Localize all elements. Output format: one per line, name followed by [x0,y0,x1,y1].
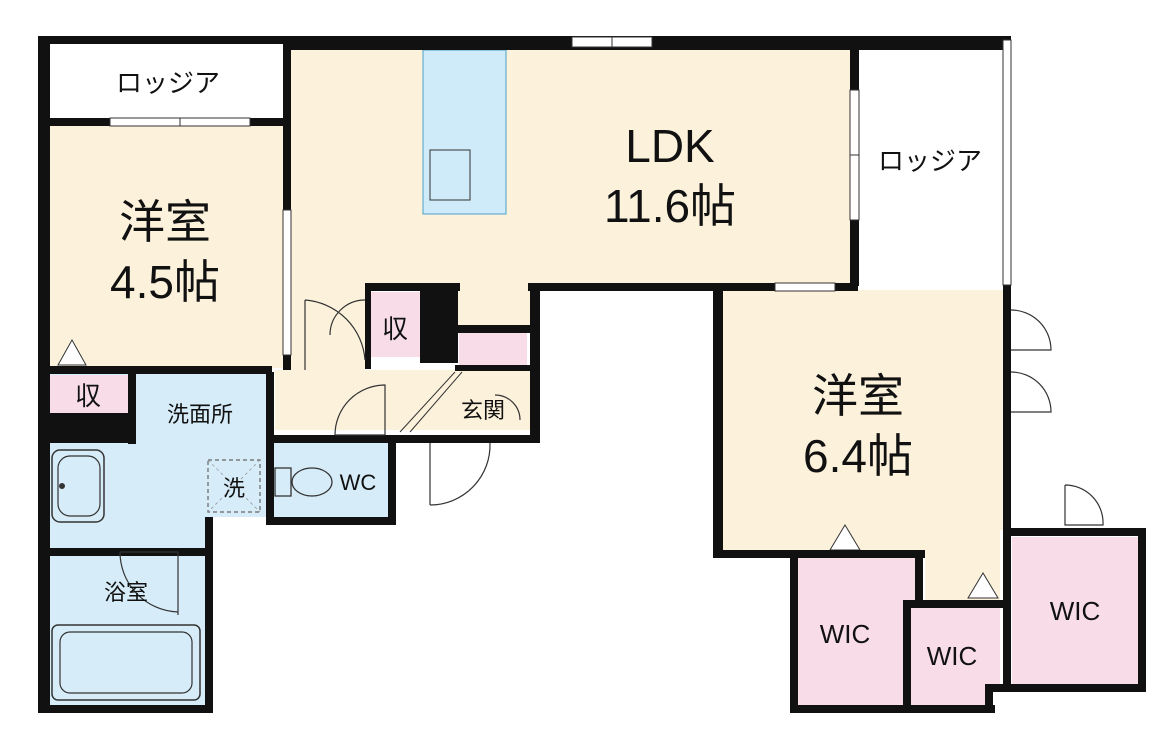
storage-center-label: 収 [382,314,408,344]
storage-left-label: 収 [75,381,101,411]
western-left-name: 洋室 [119,196,211,248]
washroom-label: 洗面所 [167,402,233,427]
entrance-label: 玄関 [461,398,505,423]
wic-left-label: WIC [820,619,871,649]
western-room-left-floor [48,125,286,368]
door-hall-ldk [334,384,386,436]
door-entrance-inner [494,394,521,421]
wic-right-floor [1012,537,1138,685]
loggia-left-label: ロッジア [116,68,220,98]
washer-space-icon [207,459,261,513]
kitchen [422,49,507,215]
wic-left-floor [797,558,917,706]
toilet-icon [274,467,333,497]
bathtub-icon [51,624,201,701]
western-right-name: 洋室 [812,370,904,422]
closet-marker-wic-center [967,572,999,599]
ldk-name: LDK [625,120,715,172]
wic-right-label: WIC [1050,596,1101,626]
kitchen-sink-icon [429,149,471,201]
wic-center-label: WIC [927,641,978,671]
bathroom-label: 浴室 [104,580,148,605]
loggia-left-floor [58,42,284,120]
windows [109,36,1012,356]
door-right-room-2 [1010,371,1052,413]
western-left-size: 4.5帖 [110,256,220,308]
ldk-size: 11.6帖 [604,180,736,232]
door-storage-small [329,299,366,336]
closet-marker-left [57,338,87,366]
washer-label: 洗 [223,476,245,501]
wash-basin-icon [51,449,105,523]
shoe-storage-floor [459,333,527,365]
door-bathroom [119,551,179,615]
door-center-storage [304,299,366,370]
door-entrance [429,442,491,506]
western-right-size: 6.4帖 [803,430,913,482]
storage-center-floor [369,292,421,357]
door-right-room-1 [1010,309,1052,351]
loggia-right-label: ロッジア [878,146,982,176]
door-wic-right [1064,484,1104,526]
doors [119,299,1104,615]
western-room-right-floor [722,290,1003,600]
labels: ロッジア ロッジア LDK 11.6帖 洋室 4.5帖 洋室 6.4帖 収 収 … [75,68,1100,671]
fixtures [51,338,999,701]
loggia-right-floor [858,55,1003,283]
wic-center-floor [908,605,1000,706]
storage-left-floor [48,375,130,413]
wc-label: WC [340,470,377,495]
